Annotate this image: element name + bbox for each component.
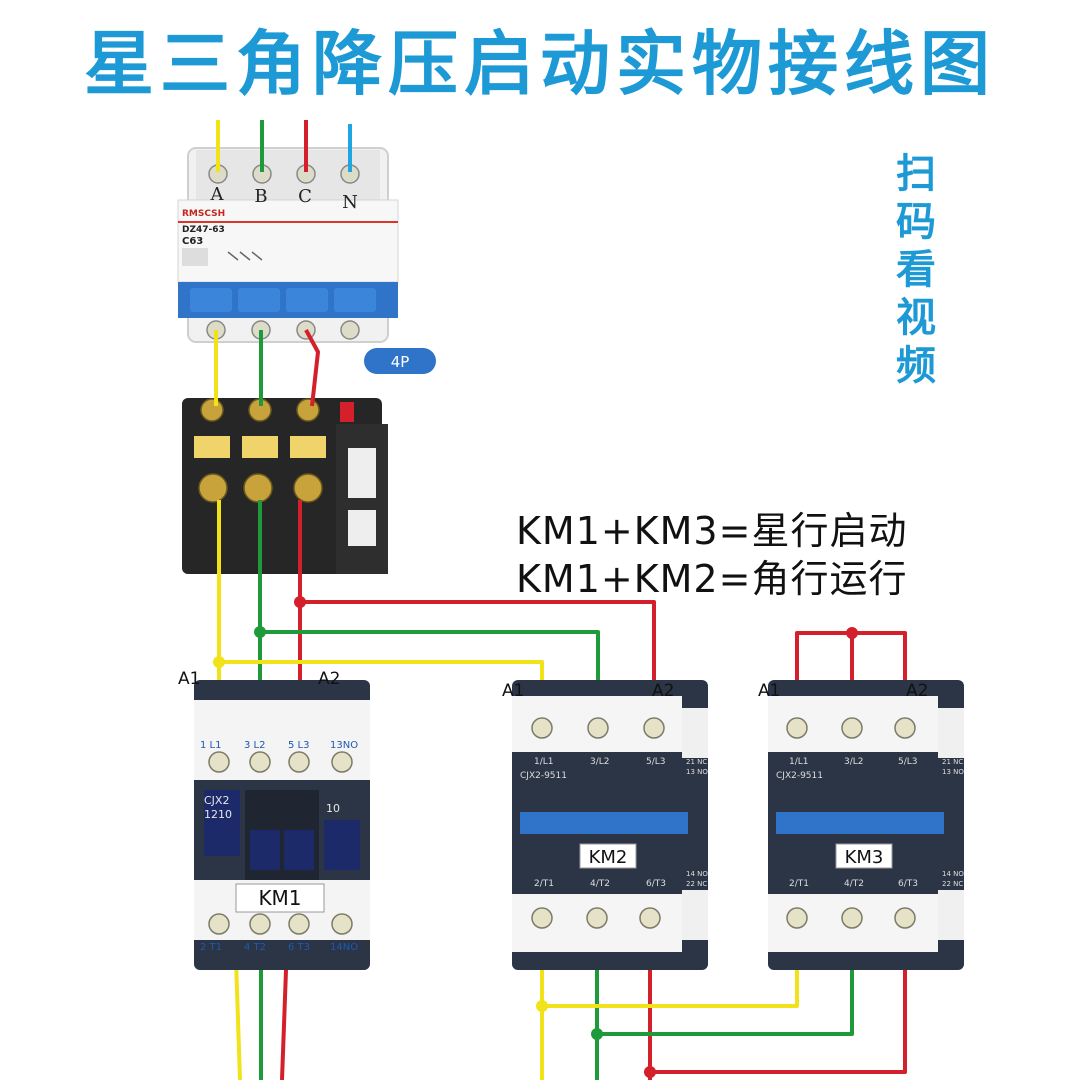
km2-aux-14no: 14 NO: [686, 870, 708, 878]
km3-coil-a1: A1: [758, 681, 780, 701]
km2-term-t2: 4/T2: [590, 879, 610, 889]
circuit-breaker: RMSCSH DZ47-63 C63 A B C N 4P: [177, 147, 436, 374]
km1-term-t3: 6 T3: [288, 942, 310, 953]
breaker-terminal-a: A: [210, 184, 225, 205]
km3-term-t3: 6/T3: [898, 879, 918, 889]
km1-term-13no: 13NO: [330, 740, 358, 751]
page-title: 星三角降压启动实物接线图: [84, 23, 996, 105]
km1-coil-a1: A1: [178, 669, 200, 689]
scan-qr-note: 扫码看视频: [896, 151, 936, 389]
km3-aux-21nc: 21 NC: [942, 758, 963, 766]
km2-tag: [579, 843, 637, 869]
formula-star-start: KM1+KM3=星行启动: [516, 509, 908, 553]
km2-label: KM2: [589, 847, 628, 868]
km2-aux-22nc: 22 NC: [686, 880, 707, 888]
km1-model-line1: CJX2: [204, 794, 229, 807]
km3-model: CJX2-9511: [776, 771, 823, 781]
km1-coil-a2: A2: [318, 669, 340, 689]
thermal-overload-relay: [182, 398, 388, 574]
km3-aux-22nc: 22 NC: [942, 880, 963, 888]
contactor-km1: A1 A2 1 L1 3 L2 5 L3 13NO CJX2 1210 10 K…: [178, 669, 370, 970]
km1-tag: [235, 883, 325, 913]
km1-term-l3: 5 L3: [288, 740, 309, 751]
contactor-km2: A1 A2 1/L1 3/L2 5/L3 CJX2-9511 21 NC 13 …: [502, 680, 708, 970]
breaker-model: DZ47-63: [182, 225, 225, 235]
km3-aux-13no: 13 NO: [942, 768, 964, 776]
formula-delta-run: KM1+KM2=角行运行: [516, 557, 908, 601]
km2-aux-21nc: 21 NC: [686, 758, 707, 766]
breaker-poles-badge: [364, 348, 436, 374]
km3-term-l1: 1/L1: [789, 757, 809, 767]
km2-model: CJX2-9511: [520, 771, 567, 781]
breaker-poles-label: 4P: [391, 353, 410, 371]
km1-term-14no: 14NO: [330, 942, 358, 953]
km1-term-l1: 1 L1: [200, 740, 221, 751]
contactor-km3: A1 A2 1/L1 3/L2 5/L3 CJX2-9511 21 NC 13 …: [758, 680, 964, 970]
breaker-terminal-b: B: [254, 186, 267, 207]
km1-term-t2: 4 T2: [244, 942, 266, 953]
km2-term-t3: 6/T3: [646, 879, 666, 889]
km2-term-l3: 5/L3: [646, 757, 666, 767]
km2-term-t1: 2/T1: [534, 879, 554, 889]
km3-tag: [835, 843, 893, 869]
km3-aux-14no: 14 NO: [942, 870, 964, 878]
km3-coil-a2: A2: [906, 681, 928, 701]
breaker-terminal-n: N: [342, 192, 358, 213]
km1-model-line2: 1210: [204, 808, 232, 821]
km3-term-t2: 4/T2: [844, 879, 864, 889]
km2-term-l2: 3/L2: [590, 757, 610, 767]
wire-junctions: [213, 596, 858, 1078]
km2-coil-a1: A1: [502, 681, 524, 701]
km2-term-l1: 1/L1: [534, 757, 554, 767]
km1-label: KM1: [258, 886, 301, 910]
km3-term-l2: 3/L2: [844, 757, 864, 767]
km1-term-l2: 3 L2: [244, 740, 265, 751]
km2-coil-a2: A2: [652, 681, 674, 701]
km1-term-t1: 2 T1: [200, 942, 222, 953]
km3-term-l3: 5/L3: [898, 757, 918, 767]
km1-code: 10: [326, 802, 340, 815]
breaker-terminal-c: C: [298, 186, 312, 207]
breaker-brand: RMSCSH: [182, 209, 225, 219]
km2-aux-13no: 13 NO: [686, 768, 708, 776]
breaker-rating: C63: [182, 236, 203, 247]
km3-label: KM3: [845, 847, 884, 868]
km3-term-t1: 2/T1: [789, 879, 809, 889]
